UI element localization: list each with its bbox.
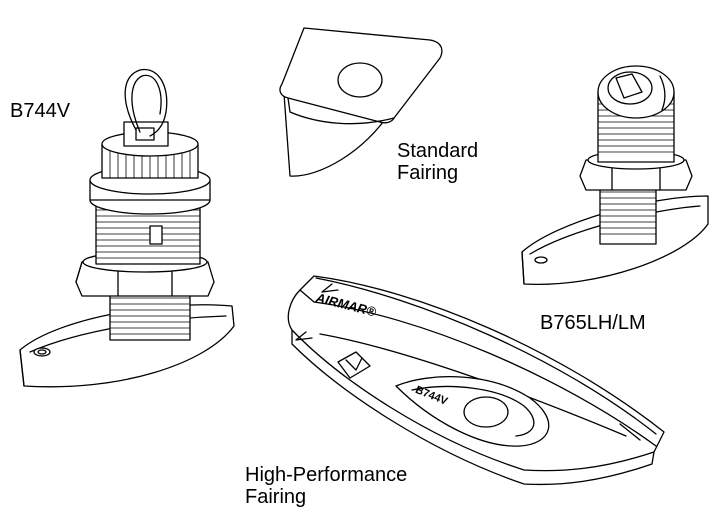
label-standard-fairing: Standard Fairing: [397, 140, 478, 184]
b765-transducer: [521, 65, 709, 286]
label-hp-line1: High-Performance: [245, 464, 408, 486]
standard-fairing: [279, 27, 443, 177]
label-b765: B765LH/LM: [540, 312, 646, 334]
high-performance-fairing: [287, 275, 665, 486]
label-high-performance-fairing: High-Performance Fairing: [245, 464, 407, 508]
b744v-transducer: [19, 68, 235, 388]
label-standard-line1: Standard: [397, 140, 479, 162]
label-hp-line2: Fairing: [245, 486, 307, 508]
label-standard-line2: Fairing: [397, 162, 459, 184]
label-b744v: B744V: [10, 100, 71, 122]
